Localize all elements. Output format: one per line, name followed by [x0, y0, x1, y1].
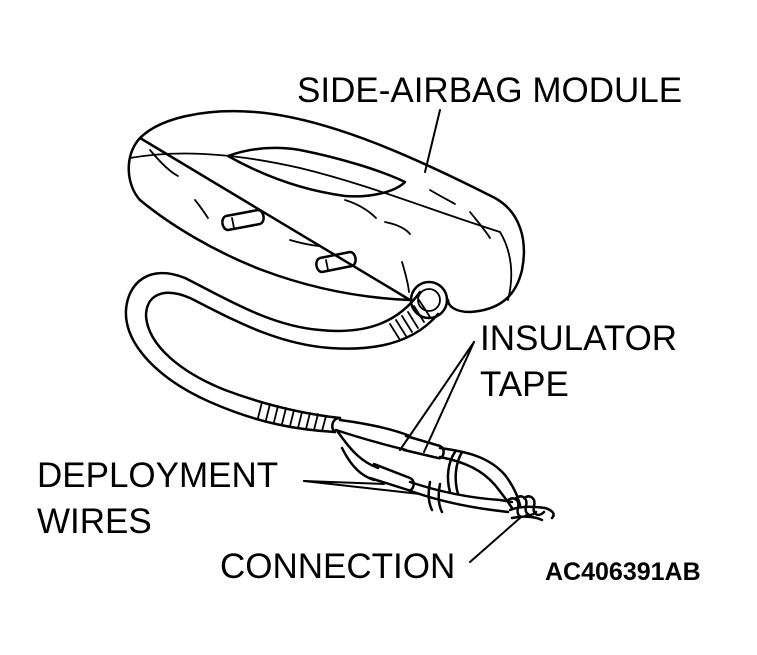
leader-lines: [303, 109, 521, 563]
module-leader: [424, 109, 441, 173]
module-slot-1: [221, 208, 265, 232]
deployment-wires-label-line2: WIRES: [37, 502, 152, 541]
airbag-module: [127, 109, 526, 320]
connection-label: CONNECTION: [220, 547, 455, 586]
module-connector-port: [409, 280, 449, 320]
deployment-wires: [334, 418, 522, 514]
insulator-tape-label-line2: TAPE: [480, 365, 569, 404]
figure-code: AC406391AB: [545, 558, 701, 586]
insulator-leader-2: [423, 341, 475, 453]
harness-cable: [124, 272, 440, 434]
twisted-connection: [506, 495, 555, 522]
module-label: SIDE-AIRBAG MODULE: [297, 71, 682, 110]
cable-corrugation-upper: [389, 299, 431, 341]
deployment-leader-2: [303, 480, 421, 495]
deployment-wires-label-line1: DEPLOYMENT: [37, 456, 278, 495]
module-slot-2: [315, 250, 357, 274]
insulator-tape-label-line1: INSULATOR: [480, 319, 677, 358]
cable-corrugation-lower: [257, 401, 327, 432]
connection-leader: [469, 517, 521, 563]
insulator-leader-1: [399, 341, 475, 451]
